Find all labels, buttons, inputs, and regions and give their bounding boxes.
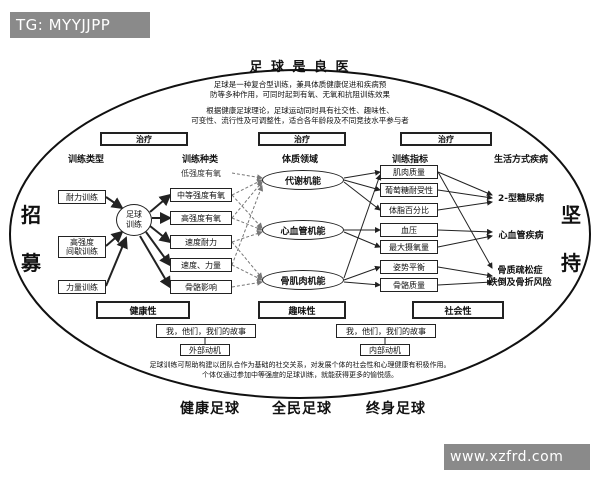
treatment-label-3: 治疗 bbox=[400, 132, 492, 146]
intro-line-4: 可变性、流行性及可调整性，适合各年龄段及不同竞技水平参与者 bbox=[191, 116, 409, 125]
intro-block-1: 足球是一种复合型训练，兼具体质健康促进和疾病预 防等多种作用，可同时起到有氧、无… bbox=[150, 80, 450, 102]
motivation-external: 外部动机 bbox=[180, 344, 230, 356]
treatment-label-1: 治疗 bbox=[100, 132, 188, 146]
side-right-char-1: 坚 bbox=[561, 202, 581, 227]
social-note-line-1: 足球训练可帮助构建以团队合作为基础的社交关系，对发展个体的社会性和心理健康有积极… bbox=[149, 361, 451, 369]
training-kind-bone-impact: 骨骼影响 bbox=[170, 280, 232, 294]
story-box-right: 我，他们，我们的故事 bbox=[336, 324, 436, 338]
training-kind-high-aerobic: 高强度有氧 bbox=[170, 211, 232, 225]
treatment-label-2: 治疗 bbox=[258, 132, 346, 146]
intro-line-1: 足球是一种复合型训练，兼具体质健康促进和疾病预 bbox=[213, 80, 387, 89]
index-body-fat: 体脂百分比 bbox=[380, 203, 438, 217]
attribute-fun: 趣味性 bbox=[258, 301, 346, 319]
attribute-health: 健康性 bbox=[96, 301, 190, 319]
index-muscle-mass: 肌肉质量 bbox=[380, 165, 438, 179]
index-blood-pressure: 血压 bbox=[380, 223, 438, 237]
training-type-endurance: 耐力训练 bbox=[58, 190, 106, 204]
intro-line-2: 防等多种作用，可同时起到有氧、无氧和抗阻训练效果 bbox=[210, 90, 390, 99]
training-kind-speed-endurance: 速度耐力 bbox=[170, 235, 232, 249]
outer-ellipse bbox=[9, 69, 591, 399]
index-bone-mass: 骨骼质量 bbox=[380, 278, 438, 292]
intro-block-2: 根据健康足球理论，足球运动同时具有社交性、趣味性、 可变性、流行性及可调整性，适… bbox=[140, 106, 460, 128]
side-right-char-2: 持 bbox=[561, 250, 581, 275]
intro-line-3: 根据健康足球理论，足球运动同时具有社交性、趣味性、 bbox=[206, 106, 394, 115]
header-training-index: 训练指标 bbox=[391, 154, 428, 165]
social-note-line-2: 个体仅通过参加中等强度的足球训练，就能获得更多的愉悦感。 bbox=[202, 371, 398, 379]
header-lifestyle-disease: 生活方式疾病 bbox=[493, 154, 548, 165]
disease-cardiovascular: 心血管疾病 bbox=[498, 230, 544, 241]
football-training-node: 足球 训练 bbox=[116, 204, 152, 236]
watermark-top-text: TG: MYYJJPP bbox=[16, 16, 111, 34]
index-glucose-tolerance: 葡萄糖耐受性 bbox=[380, 183, 438, 197]
motivation-internal: 内部动机 bbox=[360, 344, 410, 356]
training-kind-speed-strength: 速度、力量 bbox=[170, 258, 232, 272]
social-note: 足球训练可帮助构建以团队合作为基础的社交关系，对发展个体的社会性和心理健康有积极… bbox=[110, 360, 490, 382]
slogan-lifelong-football: 终身足球 bbox=[366, 401, 426, 417]
header-fitness-domain: 体质领域 bbox=[281, 154, 318, 165]
training-type-hiit: 高强度 间歇训练 bbox=[58, 236, 106, 258]
watermark-bottom: www.xzfrd.com bbox=[444, 444, 590, 470]
disease-osteoporosis: 骨质疏松症 跌倒及骨折风险 bbox=[488, 266, 552, 288]
domain-cardiovascular: 心血管机能 bbox=[262, 220, 344, 240]
slogan-health-football: 健康足球 bbox=[180, 401, 240, 417]
index-postural-balance: 姿势平衡 bbox=[380, 260, 438, 274]
domain-metabolic: 代谢机能 bbox=[262, 170, 344, 190]
story-box-left: 我，他们，我们的故事 bbox=[156, 324, 256, 338]
domain-musculoskeletal: 骨肌肉机能 bbox=[262, 270, 344, 290]
header-training-kind: 训练种类 bbox=[181, 154, 218, 165]
side-left-char-1: 招 bbox=[21, 202, 41, 227]
watermark-bottom-text: www.xzfrd.com bbox=[450, 449, 564, 465]
disease-type2-diabetes: 2-型糖尿病 bbox=[498, 193, 544, 204]
index-vo2max: 最大摄氧量 bbox=[380, 240, 438, 254]
training-kind-moderate-aerobic: 中等强度有氧 bbox=[170, 188, 232, 202]
attribute-social: 社会性 bbox=[412, 301, 504, 319]
watermark-top: TG: MYYJJPP bbox=[10, 12, 150, 38]
training-type-strength: 力量训练 bbox=[58, 280, 106, 294]
slogan-everyone-football: 全民足球 bbox=[272, 401, 332, 417]
training-kind-low-aerobic: 低强度有氧 bbox=[170, 166, 232, 180]
side-left-char-2: 募 bbox=[21, 250, 41, 275]
header-training-type: 训练类型 bbox=[67, 154, 104, 165]
